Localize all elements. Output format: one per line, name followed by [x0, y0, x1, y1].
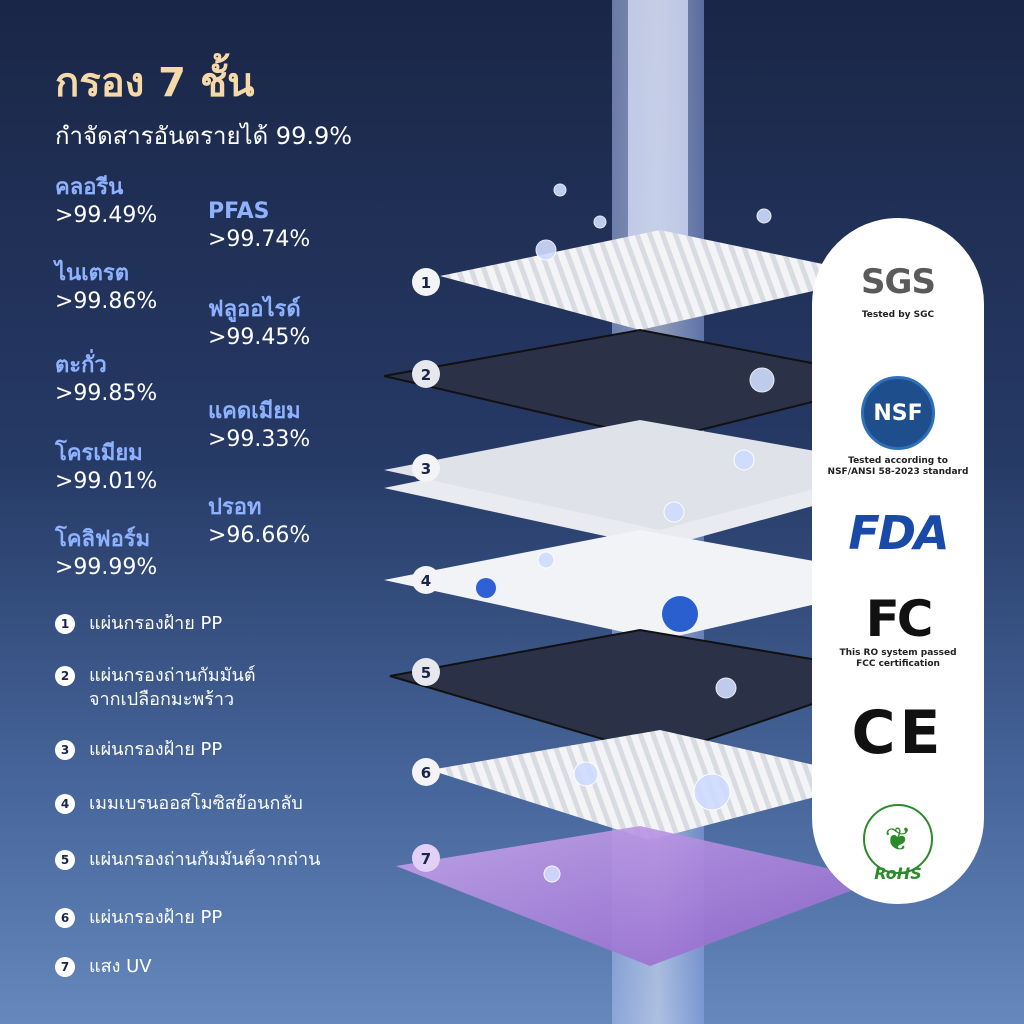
layer-badge-1: [412, 268, 440, 296]
ce-logo: CE: [851, 698, 945, 768]
stat-nitrate: ไนเตรต >99.86%: [55, 260, 157, 316]
layer-badge-label-1: 1: [421, 274, 431, 292]
stat-value: >99.33%: [208, 427, 311, 452]
legend-item-2: 2 แผ่นกรองถ่านกัมมันต์ จากเปลือกมะพร้าว: [55, 664, 256, 712]
stat-name: โคลิฟอร์ม: [55, 527, 151, 552]
stat-value: >99.45%: [208, 325, 311, 350]
layer-badge-7: [412, 844, 440, 872]
stat-name: ตะกั่ว: [55, 353, 107, 378]
stat-fluoride: ฟลูออไรด์ >99.45%: [208, 296, 310, 352]
water-stream-core: [628, 0, 688, 260]
legend-number: 4: [55, 794, 75, 814]
stat-coliform: โคลิฟอร์ม >99.99%: [55, 526, 157, 582]
stat-value: >99.49%: [55, 203, 158, 228]
nsf-caption: Tested according to NSF/ANSI 58-2023 sta…: [827, 456, 969, 477]
layer-badge-2: [412, 360, 440, 388]
layer-badge-5: [412, 658, 440, 686]
legend-item-5: 5 แผ่นกรองถ่านกัมมันต์จากถ่าน: [55, 848, 320, 872]
layer-4-ro-membrane: [384, 530, 920, 640]
legend-label: แผ่นกรองถ่านกัมมันต์จากถ่าน: [89, 849, 321, 870]
virus-icon: [662, 596, 698, 632]
legend-label: แสง UV: [89, 956, 152, 977]
cert-ce: CE: [812, 698, 984, 768]
layer-7-uv-plate: [396, 826, 880, 966]
water-droplets: [535, 183, 775, 883]
stat-name: ปรอท: [208, 495, 262, 520]
layer-badge-3: [412, 454, 440, 482]
stat-pfas: PFAS >99.74%: [208, 198, 310, 254]
layer-badge-label-2: 2: [421, 366, 431, 384]
legend-item-4: 4 เมมเบรนออสโมซิสย้อนกลับ: [55, 792, 303, 816]
legend-label: แผ่นกรองฝ้าย PP: [89, 613, 223, 634]
sgs-logo: SGS: [861, 262, 936, 302]
nsf-logo: NSF: [861, 376, 935, 450]
legend-label: แผ่นกรองฝ้าย PP: [89, 907, 223, 928]
stat-cadmium: แคดเมียม >99.33%: [208, 398, 310, 454]
stat-value: >99.74%: [208, 227, 311, 252]
stat-name: ไนเตรต: [55, 261, 130, 286]
legend-number: 1: [55, 614, 75, 634]
bacteria-icon: [476, 578, 496, 598]
stat-name: คลอรีน: [55, 175, 124, 200]
page-title: กรอง 7 ชั้น: [55, 60, 255, 106]
stat-name: PFAS: [208, 199, 270, 224]
stat-name: โครเมียม: [55, 441, 143, 466]
layer-badge-6: [412, 758, 440, 786]
cert-fda: FDA: [812, 506, 984, 560]
legend-label: แผ่นกรองถ่านกัมมันต์ จากเปลือกมะพร้าว: [89, 665, 256, 710]
legend-item-1: 1 แผ่นกรองฝ้าย PP: [55, 612, 222, 636]
stat-value: >99.86%: [55, 289, 158, 314]
legend-label: เมมเบรนออสโมซิสย้อนกลับ: [89, 793, 303, 814]
sgs-caption: Tested by SGC: [861, 310, 935, 320]
layer-badge-label-7: 7: [421, 850, 431, 868]
layer-6-pp-cotton: [430, 730, 880, 840]
legend-number: 7: [55, 957, 75, 977]
legend-number: 5: [55, 850, 75, 870]
cert-fcc: FC This RO system passed FCC certificati…: [812, 590, 984, 670]
legend-item-6: 6 แผ่นกรองฝ้าย PP: [55, 906, 222, 930]
page-subtitle: กำจัดสารอันตรายได้ 99.9%: [55, 122, 353, 150]
stat-chlorine: คลอรีน >99.49%: [55, 174, 157, 230]
rohs-leaf-icon: ❦: [863, 804, 933, 874]
stat-value: >99.01%: [55, 469, 158, 494]
certification-panel: SGS Tested by SGC NSF Tested according t…: [812, 218, 984, 904]
legend-number: 6: [55, 908, 75, 928]
stat-value: >99.85%: [55, 381, 158, 406]
rohs-logo: RoHS: [874, 864, 922, 883]
cert-sgs: SGS Tested by SGC: [812, 262, 984, 321]
stat-value: >96.66%: [208, 523, 311, 548]
layer-badge-label-3: 3: [421, 460, 431, 478]
fda-logo: FDA: [848, 506, 949, 560]
layer-badge-label-5: 5: [421, 664, 431, 682]
stat-mercury: ปรอท >96.66%: [208, 494, 310, 550]
stat-chromium: โครเมียม >99.01%: [55, 440, 157, 496]
layer-badge-label-6: 6: [421, 764, 431, 782]
legend-label: แผ่นกรองฝ้าย PP: [89, 739, 223, 760]
layer-badge-4: [412, 566, 440, 594]
fcc-logo: FC: [865, 590, 934, 648]
cert-nsf: NSF Tested according to NSF/ANSI 58-2023…: [812, 376, 984, 478]
cert-rohs: ❦ RoHS: [812, 804, 984, 883]
stat-value: >99.99%: [55, 555, 158, 580]
legend-item-3: 3 แผ่นกรองฝ้าย PP: [55, 738, 222, 762]
stat-name: ฟลูออไรด์: [208, 297, 301, 322]
legend-number: 3: [55, 740, 75, 760]
legend-number: 2: [55, 666, 75, 686]
legend-item-7: 7 แสง UV: [55, 955, 152, 979]
stat-lead: ตะกั่ว >99.85%: [55, 352, 157, 408]
layer-3-pp-cotton-top: [384, 420, 900, 530]
fcc-caption: This RO system passed FCC certification: [839, 648, 957, 669]
stat-name: แคดเมียม: [208, 399, 301, 424]
layer-badge-label-4: 4: [421, 572, 431, 590]
